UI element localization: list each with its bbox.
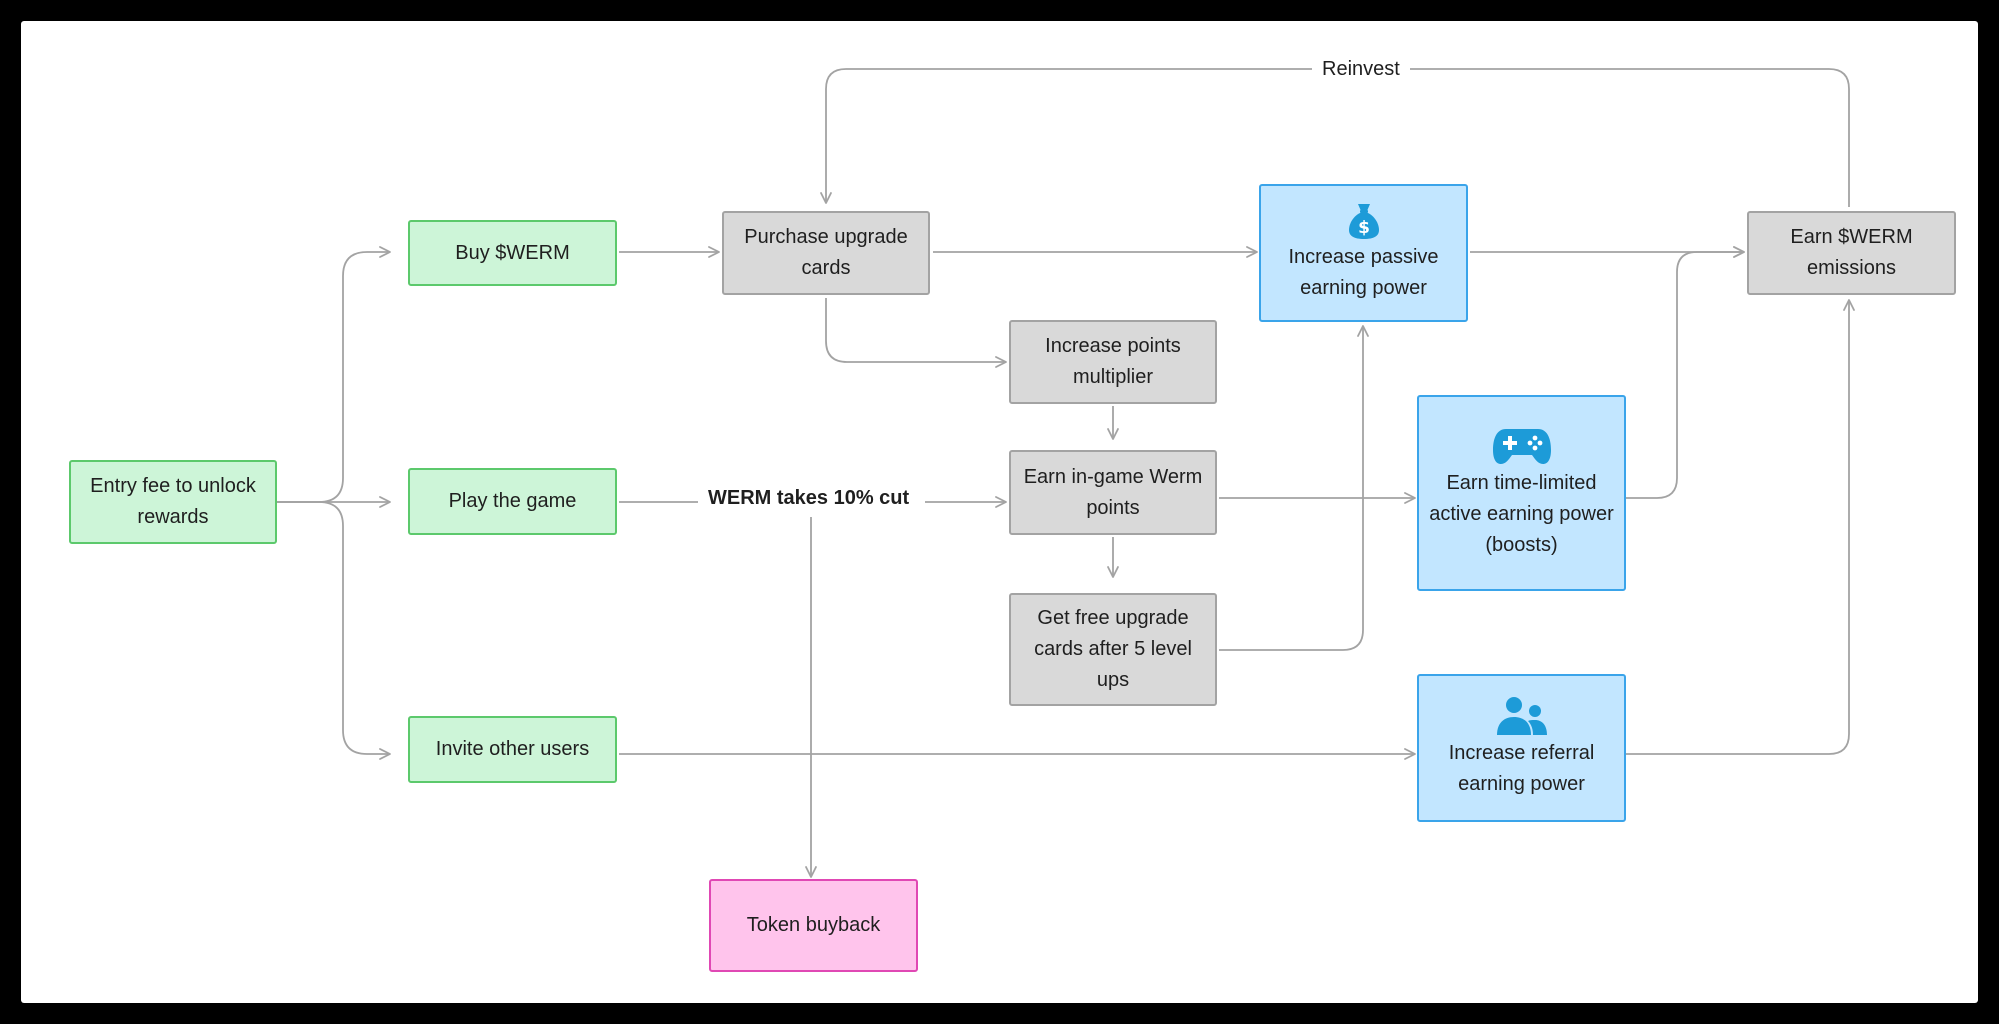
node-play-game[interactable]: Play the game <box>408 468 617 535</box>
node-invite-users[interactable]: Invite other users <box>408 716 617 783</box>
cut-label: WERM takes 10% cut <box>698 484 920 512</box>
node-buyback[interactable]: Token buyback <box>709 879 918 972</box>
node-purchase-cards-label: Purchase upgrade cards <box>744 226 908 279</box>
node-points-multiplier-label: Increase points multiplier <box>1045 335 1181 388</box>
node-earn-points-label: Earn in-game Werm points <box>1023 465 1203 519</box>
edge-entry-to-invite <box>277 501 391 760</box>
edge-purchase-to-multiplier <box>825 298 1007 368</box>
diagram-canvas: Reinvest WERM takes 10% cut Entry fee to… <box>21 21 1978 1003</box>
edge-entry-to-buy <box>277 246 391 503</box>
users-icon <box>1496 697 1547 735</box>
node-invite-users-label: Invite other users <box>435 738 590 760</box>
node-emissions-label: Earn $WERM emissions <box>1790 226 1913 279</box>
node-earn-points[interactable]: Earn in-game Werm points <box>1009 450 1217 535</box>
money-bag-icon: $ <box>1348 204 1379 239</box>
node-buy-werm[interactable]: Buy $WERM <box>408 220 617 286</box>
node-purchase-cards[interactable]: Purchase upgrade cards <box>722 211 930 295</box>
node-referral-power-label: Increase referral earning power <box>1448 742 1595 795</box>
node-emissions[interactable]: Earn $WERM emissions <box>1747 211 1956 295</box>
edge-boosts-to-emissions <box>1626 246 1745 499</box>
node-entry-fee-label: Entry fee to unlock rewards <box>90 475 256 528</box>
node-passive-power[interactable]: $ Increase passive earning power <box>1259 184 1468 322</box>
node-points-multiplier[interactable]: Increase points multiplier <box>1009 320 1217 404</box>
connector-layer <box>277 68 1855 878</box>
node-free-cards[interactable]: Get free upgrade cards after 5 level ups <box>1009 593 1217 706</box>
node-buy-werm-label: Buy $WERM <box>455 241 570 264</box>
node-play-game-label: Play the game <box>448 490 577 512</box>
node-buyback-label: Token buyback <box>746 914 881 936</box>
edge-referral-to-emissions <box>1626 299 1855 755</box>
node-passive-power-label: Increase passive earning power <box>1288 246 1439 299</box>
node-boosts[interactable]: Earn time-limited active earning power (… <box>1417 395 1626 591</box>
node-entry-fee[interactable]: Entry fee to unlock rewards <box>69 460 277 544</box>
node-free-cards-label: Get free upgrade cards after 5 level ups <box>1034 607 1192 691</box>
reinvest-label: Reinvest <box>1312 55 1410 83</box>
node-referral-power[interactable]: Increase referral earning power <box>1417 674 1626 822</box>
gamepad-icon <box>1492 428 1551 464</box>
edge-free-to-passive <box>1219 325 1369 651</box>
node-boosts-label: Earn time-limited active earning power (… <box>1429 471 1614 556</box>
svg-text:$: $ <box>1358 218 1370 238</box>
